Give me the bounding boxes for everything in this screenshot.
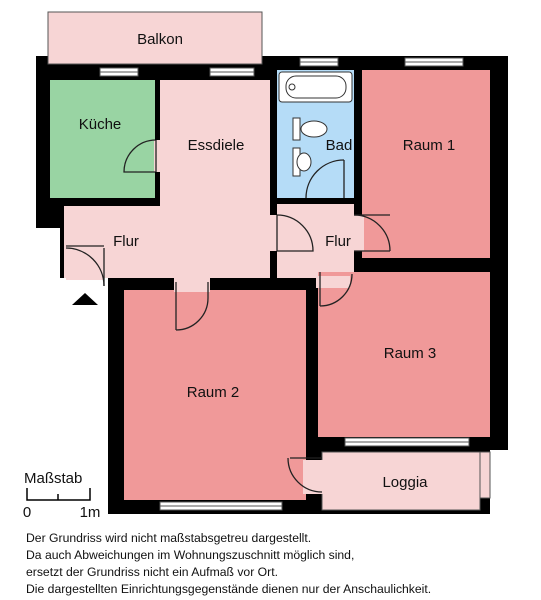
disclaimer-line-1: Der Grundriss wird nicht maßstabsgetreu … [26,531,312,545]
disclaimer-line-3: ersetzt der Grundriss nicht ein Aufmaß v… [26,565,278,579]
outside-notch-right [490,450,508,514]
scale-start: 0 [23,504,31,521]
floor-plan: Balkon Küche Essdiele Bad Raum 1 Flur Fl… [23,11,508,521]
kitchen-wall-right [155,80,160,140]
outside-notch-entrance-lower [60,278,108,514]
label-bad: Bad [326,137,353,154]
disclaimer: Der Grundriss wird nicht maßstabsgetreu … [26,530,536,598]
disclaimer-line-4: Die dargestellten Einrichtungsgegenständ… [26,582,432,596]
label-balkon: Balkon [137,31,183,48]
door-openings [66,140,364,494]
entrance-arrow-icon [72,293,98,305]
washbasin [292,147,312,177]
scale-bar: Maßstab 0 1m [23,470,101,521]
scale-title: Maßstab [24,470,82,487]
label-flur-right: Flur [325,233,351,250]
room-flur-right [277,204,354,278]
label-raum1: Raum 1 [403,137,456,154]
label-essdiele: Essdiele [188,137,245,154]
door-swings [65,139,391,493]
label-loggia: Loggia [382,474,428,491]
label-raum2: Raum 2 [187,384,240,401]
toilet [292,117,328,141]
room-loggia [321,451,481,511]
loggia-panel [479,451,491,499]
scale-end: 1m [80,504,101,521]
scale-line [26,488,91,501]
outside-notch-entrance [36,228,60,514]
label-raum3: Raum 3 [384,345,437,362]
room-raum2 [124,290,306,500]
window-glazing [100,61,469,507]
room-flur-left-ext [155,206,270,278]
label-flur-left: Flur [113,233,139,250]
room-kueche [50,80,155,198]
room-balkon [47,11,263,65]
label-kueche: Küche [79,116,122,133]
kitchen-wall-right-lower [155,172,160,206]
room-raum3 [318,272,490,437]
room-raum1 [362,70,490,258]
disclaimer-line-2: Da auch Abweichungen im Wohnungszuschnit… [26,548,355,562]
bathtub [278,71,353,103]
